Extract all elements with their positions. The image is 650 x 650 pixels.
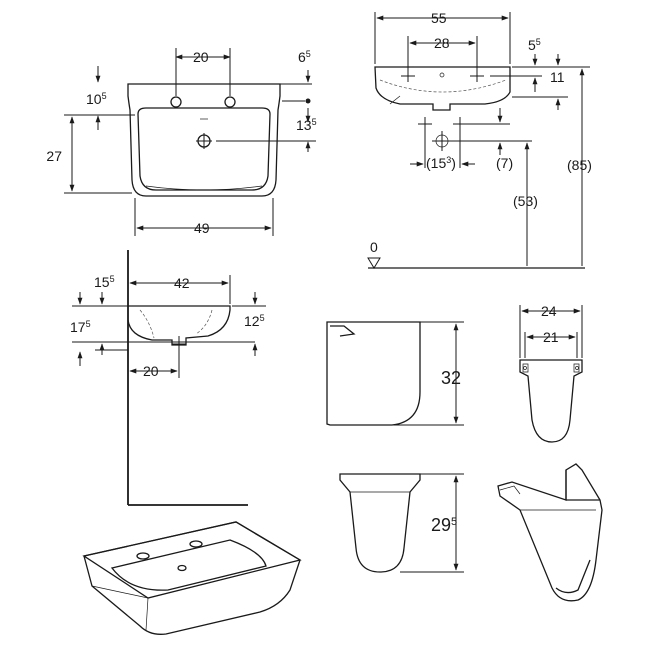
dim-front-width: 49 [194, 220, 210, 236]
pedestal-alt-view: 295 [339, 473, 464, 573]
dim-front-top-right: 65 [298, 49, 311, 65]
dim-front-right-mid: 135 [296, 117, 317, 133]
elevation-view: 55 28 55 11 (153) (7) (53) (85 [367, 10, 592, 269]
front-view: 20 65 105 27 135 49 [46, 48, 317, 236]
basin-isometric-view [82, 521, 302, 635]
pedestal-front-outline [519, 359, 583, 443]
dim-pedestal-inner-width: 21 [543, 329, 559, 345]
pedestal-front-view: 24 21 [519, 303, 583, 443]
dim-elev-rim-height: 11 [550, 69, 565, 85]
tap-hole-right [224, 96, 236, 108]
dim-elev-tap-spacing: 28 [434, 35, 450, 51]
pedestal-iso-outline [497, 463, 603, 602]
dim-elev-waste-drop: (7) [496, 155, 513, 171]
dim-side-right-height: 125 [244, 313, 265, 329]
dim-front-left-upper: 105 [86, 91, 107, 107]
pedestal-side-outline [326, 321, 421, 426]
iso-overflow [177, 564, 187, 572]
basin-elevation-outline [374, 66, 511, 111]
pedestal-alt-outline [339, 473, 421, 573]
dim-side-drain-offset: 20 [143, 363, 159, 379]
pedestal-isometric-view [497, 463, 603, 602]
dim-elev-rim-total: (85) [567, 157, 592, 173]
dim-side-depth: 42 [174, 275, 190, 291]
basin-front-bowl [137, 107, 271, 191]
iso-tap-hole-right [189, 540, 203, 548]
dim-side-left-top: 155 [94, 274, 115, 290]
dim-pedestal-side-height: 32 [441, 368, 461, 388]
dim-elev-total-width: 55 [431, 10, 447, 26]
dim-pedestal-alt-height: 295 [431, 515, 457, 535]
iso-tap-hole-left [136, 552, 150, 560]
dim-elev-waste-height: (53) [513, 193, 538, 209]
dim-side-left-lower: 175 [70, 319, 91, 335]
dim-front-tap-spacing: 20 [193, 49, 209, 65]
dim-pedestal-outer-width: 24 [541, 303, 557, 319]
side-view: 42 155 175 125 20 [70, 250, 266, 506]
dim-elev-floor-level: 0 [370, 239, 378, 255]
basin-iso-outline [83, 521, 301, 635]
basin-front-outline [127, 83, 281, 197]
tap-hole-left [170, 96, 182, 108]
dim-front-height: 27 [46, 148, 62, 164]
pedestal-side-view: 32 [326, 321, 464, 426]
dim-elev-top-offset: 55 [528, 37, 541, 53]
dim-elev-waste-offset: (153) [426, 155, 456, 171]
